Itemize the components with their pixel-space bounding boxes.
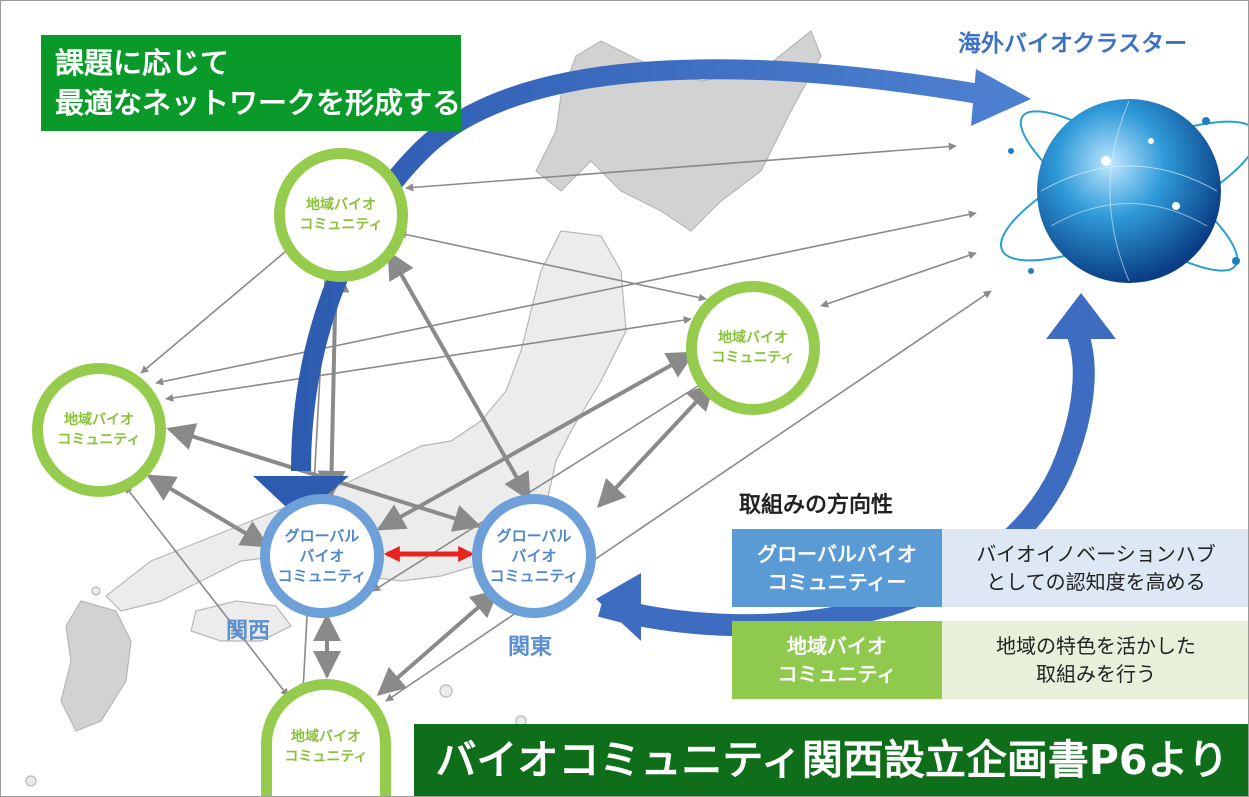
cluster-label: 海外バイオクラスター xyxy=(958,31,1188,57)
connector-lines xyxy=(124,142,992,702)
node-label: コミュニティ xyxy=(711,350,795,366)
node-label: 地域バイオ xyxy=(290,729,361,745)
label-line: コミュニティ xyxy=(777,662,897,686)
cluster-globe xyxy=(999,99,1248,283)
node-label: 地域バイオ xyxy=(305,197,376,213)
direction-title: 取組みの方向性 xyxy=(739,493,894,518)
headline-box: 課題に応じて 最適なネットワークを形成する xyxy=(41,35,461,131)
node-label: コミュニティ xyxy=(277,567,367,585)
node-label: コミュニティ xyxy=(284,749,368,765)
source-banner: バイオコミュニティ関西設立企画書P6より xyxy=(414,724,1248,796)
node-label: グローバル xyxy=(496,527,572,545)
local-community-node-south: 地域バイオ コミュニティ xyxy=(261,679,391,796)
node-label: 地域バイオ xyxy=(717,330,788,346)
local-direction-description: 地域の特色を活かした 取組みを行う xyxy=(942,621,1248,699)
region-label-kanto: 関東 xyxy=(508,635,553,660)
node-label: コミュニティ xyxy=(57,432,141,448)
node-label: コミュニティ xyxy=(299,217,383,233)
headline-line-2: 最適なネットワークを形成する xyxy=(55,86,462,120)
node-label: グローバル xyxy=(284,527,360,545)
description-line: 地域の特色を活かした xyxy=(996,634,1196,658)
node-label: コミュニティ xyxy=(489,567,579,585)
global-community-node-kansai: グローバル バイオ コミュニティ xyxy=(260,494,384,618)
description-line: としての認知度を高める xyxy=(986,570,1206,594)
node-label: 地域バイオ xyxy=(63,412,134,428)
local-community-node-west: 地域バイオ コミュニティ xyxy=(32,363,166,497)
label-line: グローバルバイオ xyxy=(757,542,917,566)
headline-line-1: 課題に応じて xyxy=(55,46,230,80)
local-community-node-east: 地域バイオ コミュニティ xyxy=(686,281,820,415)
node-label: バイオ xyxy=(299,547,345,565)
local-direction-label: 地域バイオ コミュニティ xyxy=(732,621,942,699)
global-direction-description: バイオイノベーションハブ としての認知度を高める xyxy=(942,529,1248,607)
global-direction-label: グローバルバイオ コミュニティー xyxy=(732,529,942,607)
local-community-node-north: 地域バイオ コミュニティ xyxy=(274,148,408,282)
description-line: バイオイノベーションハブ xyxy=(976,542,1216,566)
global-community-node-kanto: グローバル バイオ コミュニティ xyxy=(472,494,596,618)
label-line: コミュニティー xyxy=(767,570,907,594)
node-label: バイオ xyxy=(511,547,557,565)
label-line: 地域バイオ xyxy=(787,634,887,658)
description-line: 取組みを行う xyxy=(1036,662,1156,686)
region-label-kansai: 関西 xyxy=(226,619,271,644)
